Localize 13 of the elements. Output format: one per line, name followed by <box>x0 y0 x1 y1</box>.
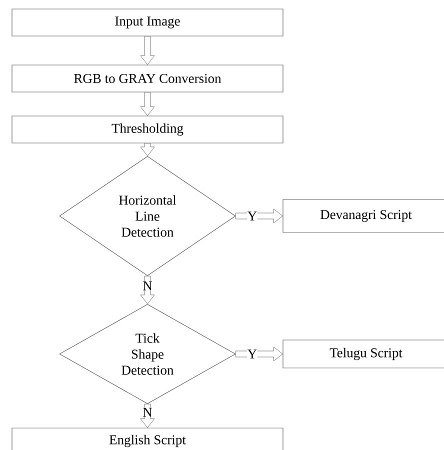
edge-label: Y <box>248 212 257 220</box>
block-arrow <box>140 92 155 116</box>
edge-label: Y <box>248 350 257 358</box>
process-box: Input Image <box>12 8 284 36</box>
process-box: RGB to GRAY Conversion <box>12 64 284 92</box>
edge-label: N <box>143 408 152 417</box>
block-arrow <box>140 143 155 156</box>
process-box: Devanagri Script <box>282 199 444 233</box>
edge-label: N <box>143 281 152 290</box>
process-box: English Script <box>12 428 284 450</box>
block-arrow <box>140 36 155 65</box>
process-box: Telugu Script <box>282 340 444 368</box>
process-box: Thresholding <box>12 116 284 144</box>
